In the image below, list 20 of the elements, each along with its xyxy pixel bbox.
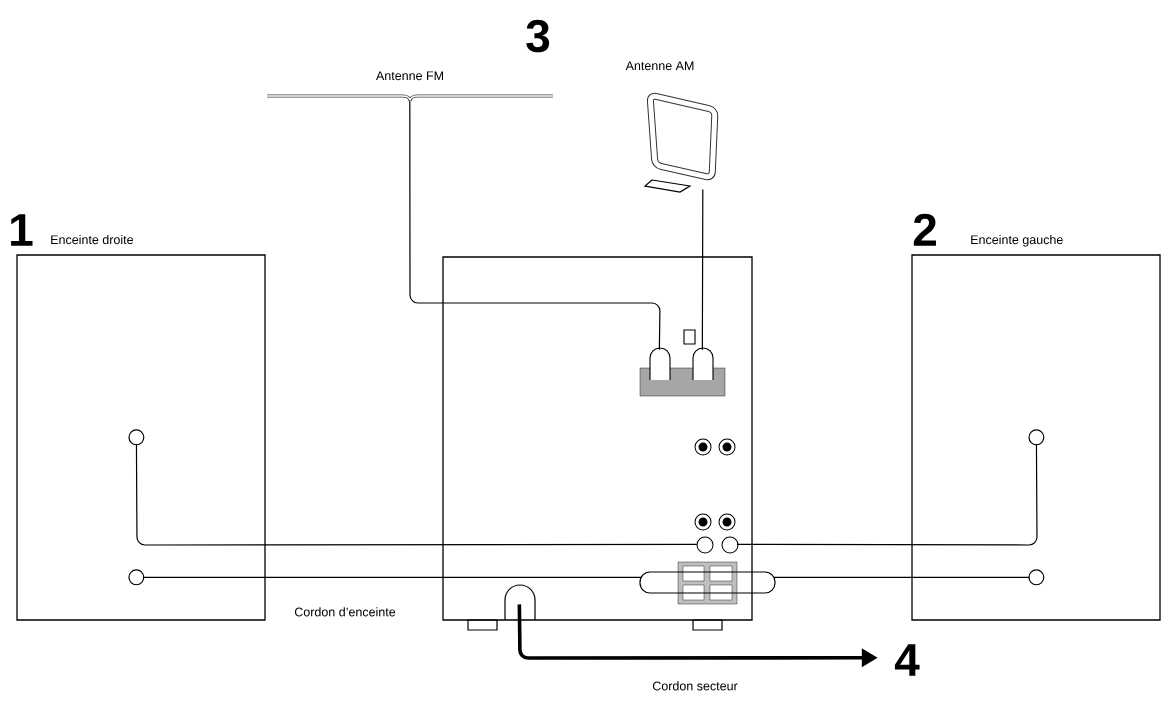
cable bbox=[773, 569, 1045, 586]
am-antenna: Antenne AM bbox=[625, 61, 719, 193]
edge-label: Cordon secteur bbox=[652, 681, 738, 691]
node-label: 1 bbox=[11, 214, 33, 246]
cable bbox=[409, 100, 661, 350]
cable bbox=[736, 429, 1045, 546]
speaker-box: 2 Enceinte gauche bbox=[911, 213, 1161, 621]
node-label: Antenne AM bbox=[625, 61, 694, 71]
step-number: 3 bbox=[526, 19, 550, 53]
speaker-box: 1 Enceinte droite bbox=[11, 214, 266, 621]
cable bbox=[128, 429, 697, 546]
fm-antenna: Antenne FM bbox=[266, 71, 554, 103]
main-unit-box bbox=[442, 256, 753, 621]
edge-label: Cordon d’enceinte bbox=[294, 607, 396, 617]
node-label: 2 bbox=[913, 213, 936, 246]
step-number: 4 bbox=[894, 644, 920, 676]
cable bbox=[128, 569, 642, 586]
cable bbox=[701, 189, 704, 350]
node-label: Enceinte gauche bbox=[971, 234, 1063, 247]
node-label: Enceinte droite bbox=[51, 234, 134, 245]
